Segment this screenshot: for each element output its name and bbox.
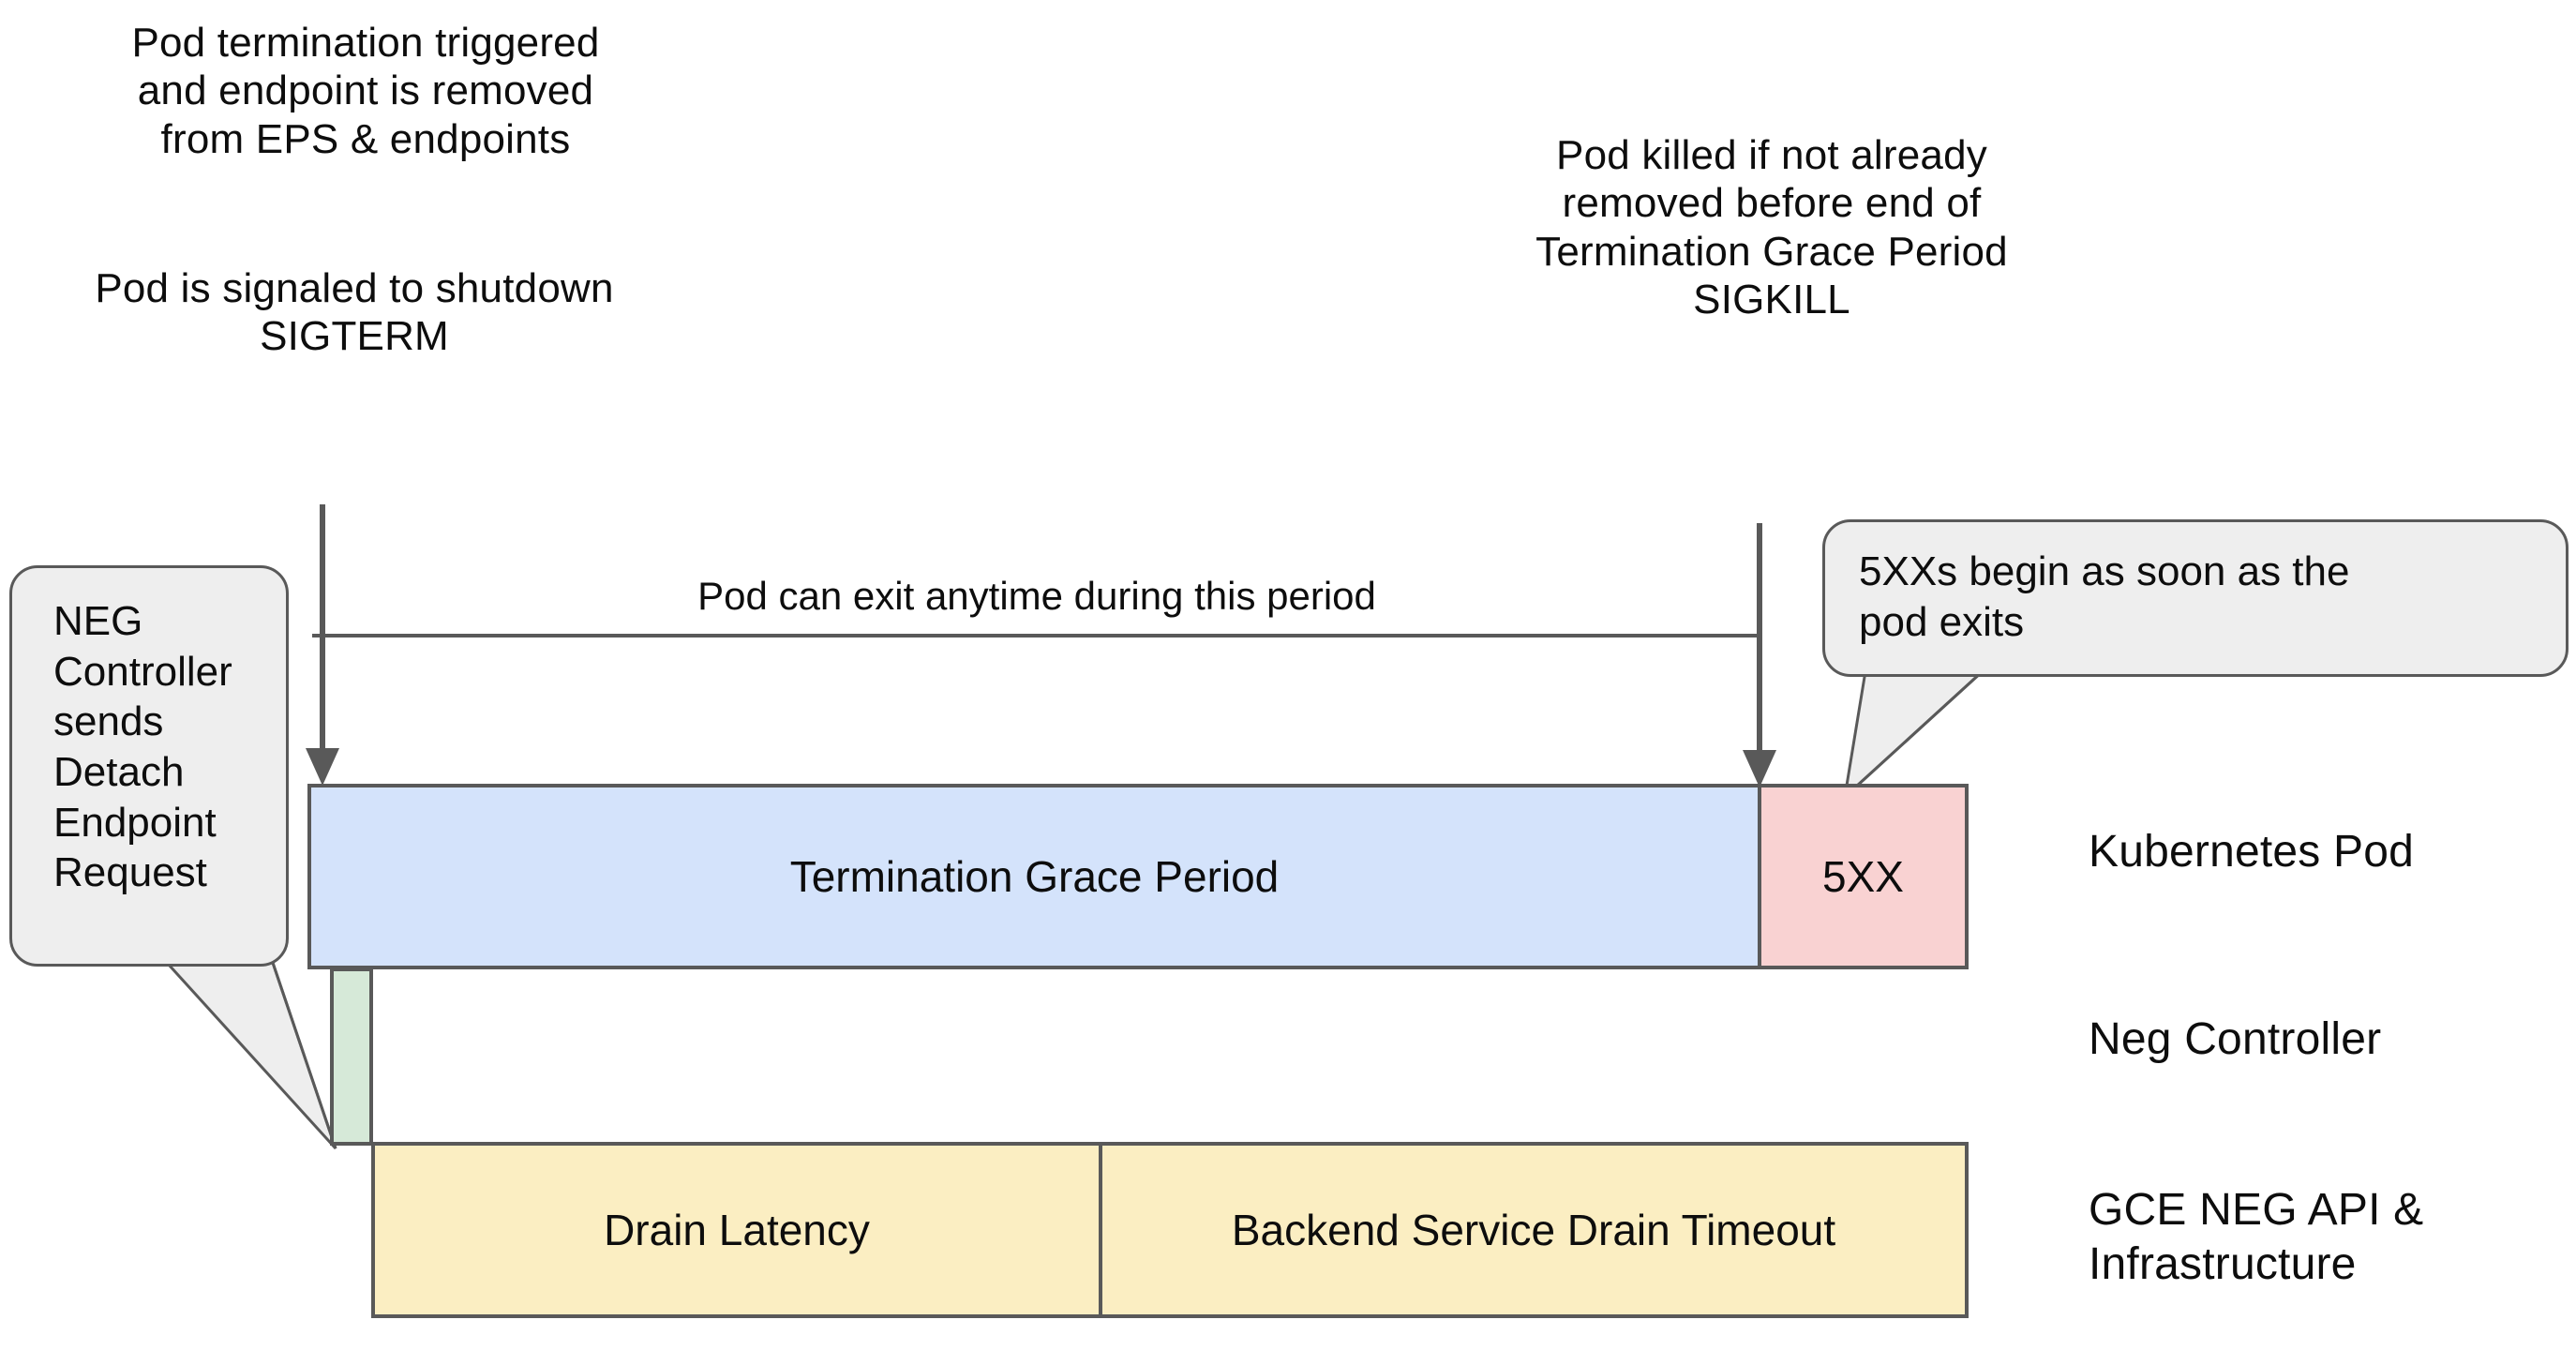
note-pod-killed-sigkill: Pod killed if not already removed before… (1535, 132, 2008, 323)
callout-5xx-begin: 5XXs begin as soon as the pod exits (1822, 519, 2569, 677)
note-pod-termination-triggered: Pod termination triggered and endpoint i… (131, 20, 600, 162)
bracket-line (312, 634, 1761, 638)
callout-neg-controller: NEG Controller sends Detach Endpoint Req… (9, 565, 289, 967)
bar-5xx[interactable]: 5XX (1758, 784, 1969, 969)
bar-label-termination-grace-period: Termination Grace Period (789, 852, 1280, 901)
lane-label-gce-neg-api: GCE NEG API & Infrastructure (2089, 1185, 2424, 1289)
bar-drain-latency[interactable]: Drain Latency (371, 1142, 1102, 1318)
lane-label-kubernetes-pod: Kubernetes Pod (2089, 827, 2415, 877)
bar-label-backend-service-drain-timeout: Backend Service Drain Timeout (1231, 1206, 1836, 1254)
bar-label-drain-latency: Drain Latency (604, 1206, 870, 1254)
bar-backend-service-drain-timeout[interactable]: Backend Service Drain Timeout (1099, 1142, 1969, 1318)
lane-label-neg-controller: Neg Controller (2089, 1014, 2382, 1064)
bar-neg-detach[interactable] (330, 968, 373, 1146)
arrow-grace-period-end (1743, 523, 1776, 788)
arrow-termination-start (306, 504, 339, 786)
bar-termination-grace-period[interactable]: Termination Grace Period (307, 784, 1761, 969)
bracket-label-pod-can-exit: Pod can exit anytime during this period (697, 574, 1376, 618)
bar-label-5xx: 5XX (1822, 852, 1904, 901)
note-pod-signaled-sigterm: Pod is signaled to shutdown SIGTERM (95, 265, 614, 360)
